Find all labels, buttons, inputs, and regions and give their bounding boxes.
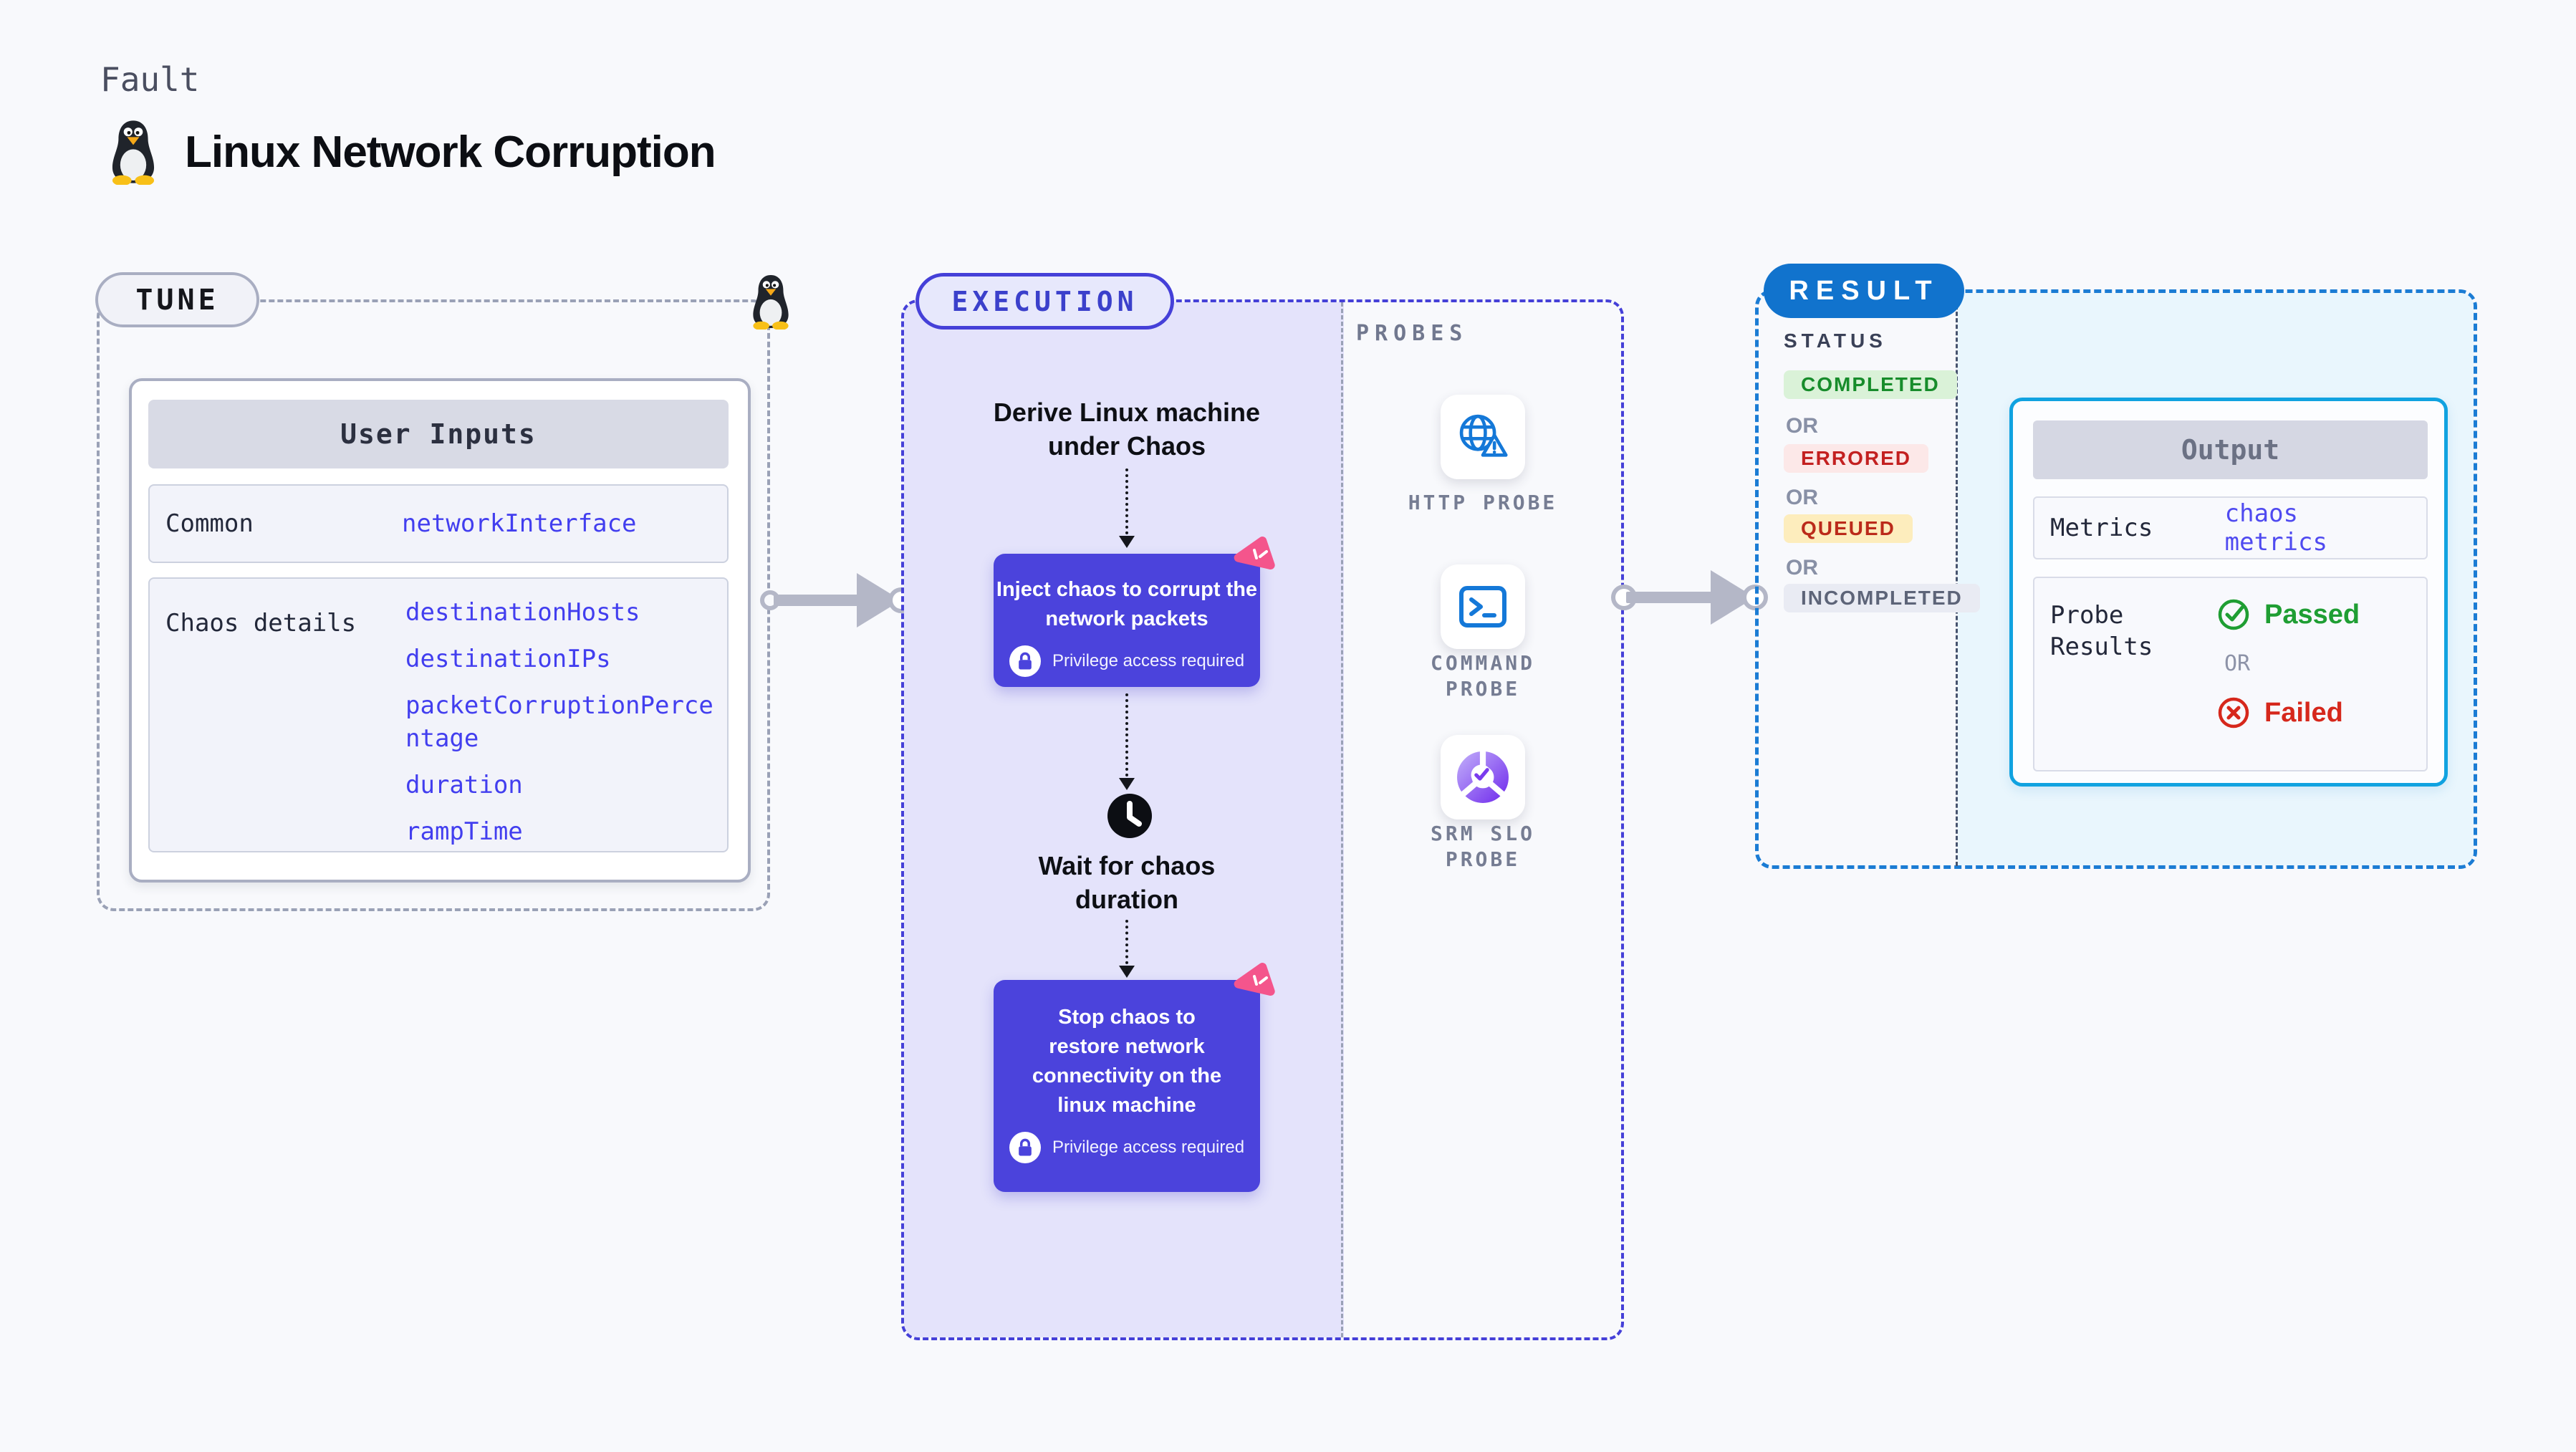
derive-line-1: Derive Linux machine: [993, 398, 1261, 427]
status-section-label: STATUS: [1784, 330, 1887, 352]
command-probe-card: [1441, 564, 1525, 649]
status-badge-queued: QUEUED: [1784, 514, 1913, 543]
user-input-row-chaos-details: Chaos details destinationHosts destinati…: [148, 577, 729, 852]
probe-outcomes: Passed OR Failed: [2217, 597, 2360, 731]
status-output-divider: [1956, 292, 1958, 866]
output-title: Output: [2033, 420, 2428, 479]
tux-penguin-icon: [112, 120, 155, 185]
input-row-label: Chaos details: [165, 609, 357, 638]
stop-chaos-step: Stop chaos to restore network connectivi…: [994, 980, 1260, 1192]
metrics-label: Metrics: [2050, 514, 2153, 542]
flow-arrow-head: [1119, 536, 1135, 548]
flow-dotted-arrow: [1125, 468, 1128, 534]
input-value-rampTime: rampTime: [405, 817, 523, 846]
connector-arrow-shaft: [1626, 592, 1714, 603]
privilege-row: Privilege access required: [994, 645, 1260, 677]
clock-icon: [1107, 794, 1152, 838]
status-badge-completed: COMPLETED: [1784, 370, 1957, 399]
passed-label: Passed: [2264, 599, 2360, 630]
slo-donut-icon: [1457, 751, 1509, 803]
status-or-separator: OR: [1786, 486, 1818, 509]
input-value-duration: duration: [405, 771, 523, 799]
outcome-or-separator: OR: [2224, 651, 2251, 676]
input-value-packetCorruptionPercentage: packetCorruptionPercentage: [405, 691, 713, 753]
page-title-row: Linux Network Corruption: [105, 119, 716, 185]
metrics-value-link: chaos metrics: [2224, 499, 2327, 557]
inject-line-2: network packets: [1045, 607, 1208, 630]
wait-line-1: Wait for chaos: [1038, 851, 1216, 880]
user-input-row-common: Common networkInterface: [148, 484, 729, 563]
privilege-row: Privilege access required: [994, 1132, 1260, 1163]
x-circle-icon: [2218, 697, 2249, 729]
lock-icon: [1009, 645, 1041, 677]
chaos-pink-icon: [1234, 537, 1275, 569]
stop-line-3: connectivity on the: [1032, 1064, 1222, 1087]
input-value-networkInterface: networkInterface: [402, 509, 637, 538]
wait-step-label: Wait for chaos duration: [1009, 849, 1245, 916]
user-inputs-card: User Inputs Common networkInterface Chao…: [129, 378, 751, 883]
page-title: Linux Network Corruption: [185, 127, 716, 177]
inject-line-1: Inject chaos to corrupt the: [996, 578, 1258, 601]
lock-icon: [1009, 1132, 1041, 1163]
status-badge-errored: ERRORED: [1784, 444, 1929, 473]
output-card: Output Metrics chaos metrics Probe Resul…: [2009, 398, 2448, 787]
http-probe-card: [1441, 395, 1525, 479]
flow-dotted-arrow: [1125, 693, 1128, 777]
chaos-pink-icon: [1234, 963, 1275, 996]
command-probe-label: COMMAND PROBE: [1430, 651, 1535, 701]
tune-badge: TUNE: [95, 272, 259, 327]
srm-slo-probe-card: [1441, 735, 1525, 819]
input-row-label: Common: [165, 509, 254, 538]
input-value-destinationIPs: destinationIPs: [405, 645, 611, 673]
wait-line-2: duration: [1075, 885, 1178, 914]
flow-arrow-head: [1119, 778, 1135, 790]
status-badge-incompleted: INCOMPLETED: [1784, 584, 1980, 612]
globe-alert-icon: [1459, 414, 1508, 457]
privilege-label: Privilege access required: [1052, 1138, 1245, 1157]
passed-outcome: Passed: [2217, 597, 2360, 633]
metrics-row: Metrics chaos metrics: [2033, 496, 2428, 559]
flow-dotted-arrow: [1125, 920, 1128, 964]
result-badge: RESULT: [1764, 264, 1964, 318]
stop-line-1: Stop chaos to: [1058, 1006, 1196, 1029]
stop-line-2: restore network: [1049, 1035, 1205, 1058]
flow-arrow-head: [1119, 966, 1135, 978]
execution-badge: EXECUTION: [915, 273, 1174, 330]
status-or-separator: OR: [1786, 414, 1818, 438]
user-inputs-title: User Inputs: [148, 400, 729, 468]
chaos-detail-values: destinationHosts destinationIPs packetCo…: [405, 596, 724, 862]
execution-probes-divider: [1341, 302, 1343, 1337]
stop-line-4: linux machine: [1057, 1094, 1196, 1117]
fault-kind-label: Fault: [100, 60, 200, 99]
srm-slo-probe-label: SRM SLO PROBE: [1430, 822, 1535, 871]
tux-penguin-icon: [753, 275, 789, 330]
failed-label: Failed: [2264, 697, 2343, 728]
check-circle-icon: [2218, 599, 2249, 630]
probes-section-label: PROBES: [1356, 321, 1469, 346]
http-probe-label: HTTP PROBE: [1408, 491, 1558, 514]
status-or-separator: OR: [1786, 556, 1818, 580]
probe-results-label: Probe Results: [2050, 601, 2153, 661]
derive-step-label: Derive Linux machine under Chaos: [973, 395, 1281, 463]
probe-results-row: Probe Results Passed OR Failed: [2033, 577, 2428, 771]
failed-outcome: Failed: [2217, 695, 2360, 731]
connector-arrow-shaft: [774, 595, 864, 606]
derive-line-2: under Chaos: [1047, 431, 1206, 461]
inject-chaos-step: Inject chaos to corrupt the network pack…: [994, 554, 1260, 687]
terminal-icon: [1459, 586, 1506, 628]
input-value-destinationHosts: destinationHosts: [405, 598, 640, 627]
privilege-label: Privilege access required: [1052, 651, 1245, 670]
